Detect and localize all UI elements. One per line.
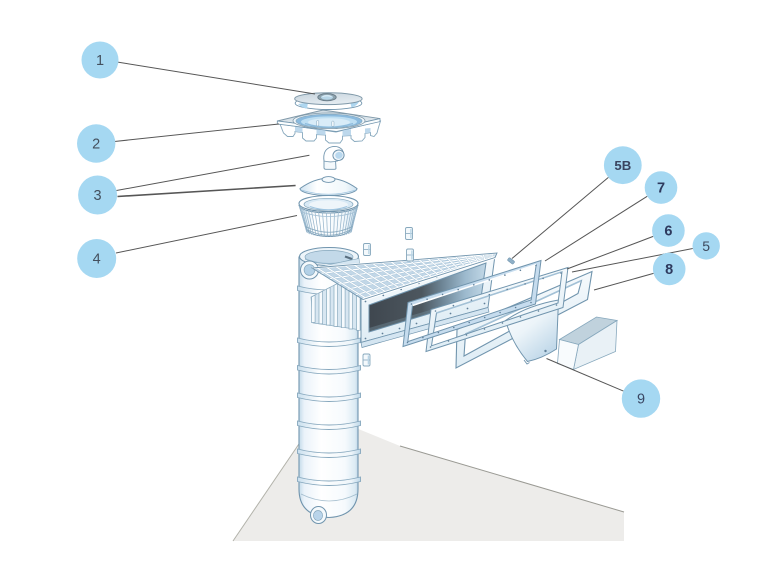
svg-text:5B: 5B [614,158,631,173]
svg-text:1: 1 [96,53,104,69]
svg-text:4: 4 [93,252,101,268]
svg-text:2: 2 [92,137,100,153]
svg-text:7: 7 [657,181,665,197]
svg-text:8: 8 [665,262,673,278]
svg-text:6: 6 [664,224,672,240]
svg-text:5: 5 [702,238,710,254]
svg-text:3: 3 [94,188,102,204]
svg-text:9: 9 [637,392,645,408]
